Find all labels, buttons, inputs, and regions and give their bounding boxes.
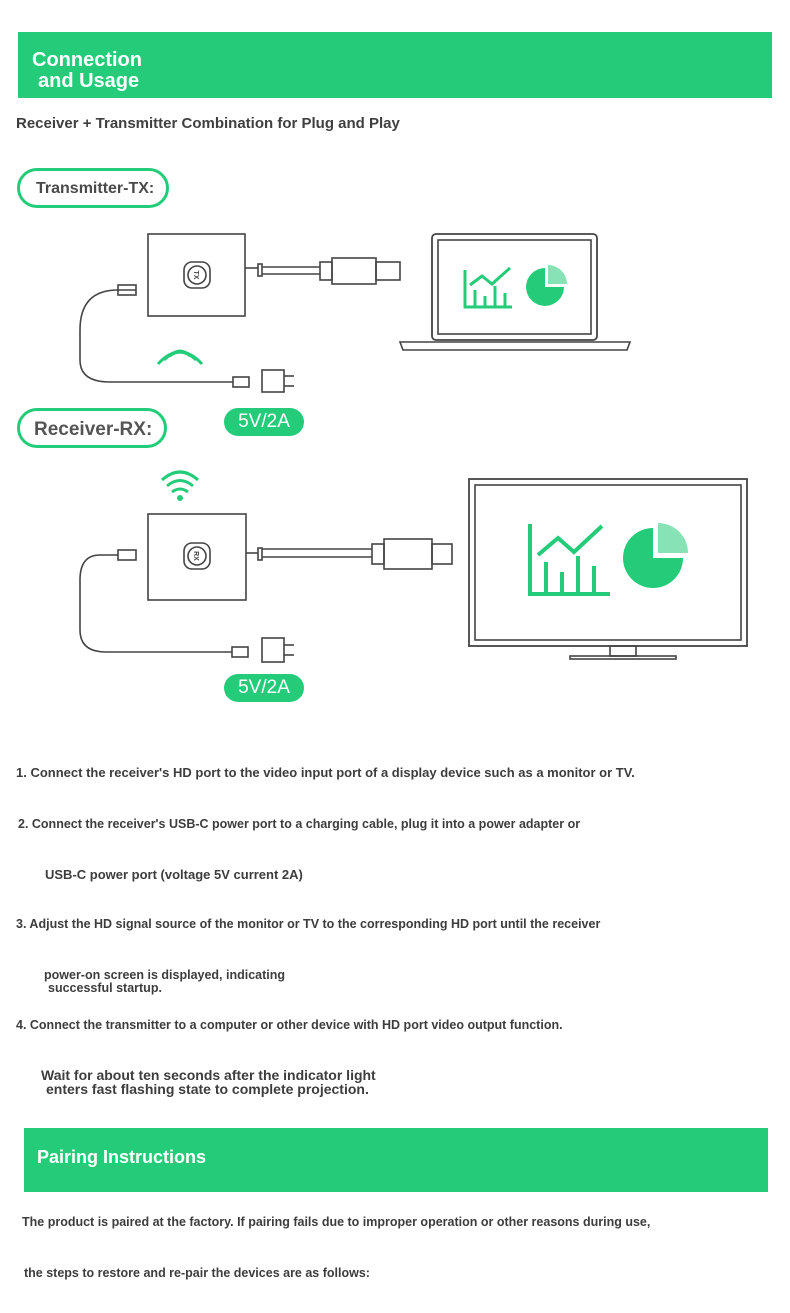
banner-title-line2: and Usage — [38, 70, 140, 92]
page-subtitle: Receiver + Transmitter Combination for P… — [16, 115, 400, 132]
transmitter-label-pill — [17, 168, 169, 208]
transmitter-device — [147, 233, 246, 317]
tv-chart-icon — [528, 524, 610, 596]
pairing-line-2: the steps to restore and re-pair the dev… — [24, 1266, 370, 1280]
receiver-device — [147, 513, 247, 601]
transmitter-label: Transmitter-TX: — [36, 180, 155, 197]
rx-indicator-icon — [183, 542, 211, 570]
tv-icon — [468, 478, 748, 660]
rx-badge: RX — [192, 551, 199, 561]
step-3-cont1: power-on screen is displayed, indicating — [44, 968, 286, 982]
receiver-label: Receiver-RX: — [34, 419, 153, 440]
rx-wifi-dot — [177, 495, 183, 501]
tx-hdmi-plug-icon — [319, 257, 401, 285]
pairing-instructions-banner: Pairing Instructions — [24, 1128, 768, 1192]
tx-indicator-icon — [183, 261, 211, 289]
tv-pie-icon — [623, 523, 688, 588]
pairing-title: Pairing Instructions — [37, 1147, 207, 1167]
step-2: 2. Connect the receiver's USB-C power po… — [18, 817, 581, 831]
pairing-line-1: The product is paired at the factory. If… — [22, 1215, 651, 1229]
laptop-icon — [398, 233, 632, 351]
rx-hdmi-plug-icon — [371, 538, 453, 570]
step-2-cont: USB-C power port (voltage 5V current 2A) — [45, 867, 303, 882]
step-4: 4. Connect the transmitter to a computer… — [16, 1018, 563, 1032]
receiver-label-pill — [17, 408, 167, 448]
banner-title-line1: Connection — [32, 49, 142, 71]
rx-power-adapter-icon — [261, 637, 294, 663]
tx-power-adapter-icon — [261, 369, 294, 393]
step-4-cont2: enters fast flashing state to complete p… — [46, 1081, 369, 1097]
rx-wifi-icon — [161, 470, 199, 494]
laptop-chart-icon — [463, 266, 512, 309]
step-1: 1. Connect the receiver's HD port to the… — [16, 765, 635, 780]
laptop-pie-icon — [526, 265, 567, 306]
tx-power-badge: 5V/2A — [224, 408, 304, 436]
step-4-cont1: Wait for about ten seconds after the ind… — [41, 1067, 376, 1083]
tx-wifi-icon — [156, 349, 204, 366]
rx-power-badge: 5V/2A — [224, 674, 304, 702]
tx-badge: TX — [192, 271, 199, 280]
connection-usage-banner: Connection and Usage — [18, 32, 772, 98]
step-3-cont2: successful startup. — [48, 981, 162, 995]
step-3: 3. Adjust the HD signal source of the mo… — [16, 917, 601, 931]
